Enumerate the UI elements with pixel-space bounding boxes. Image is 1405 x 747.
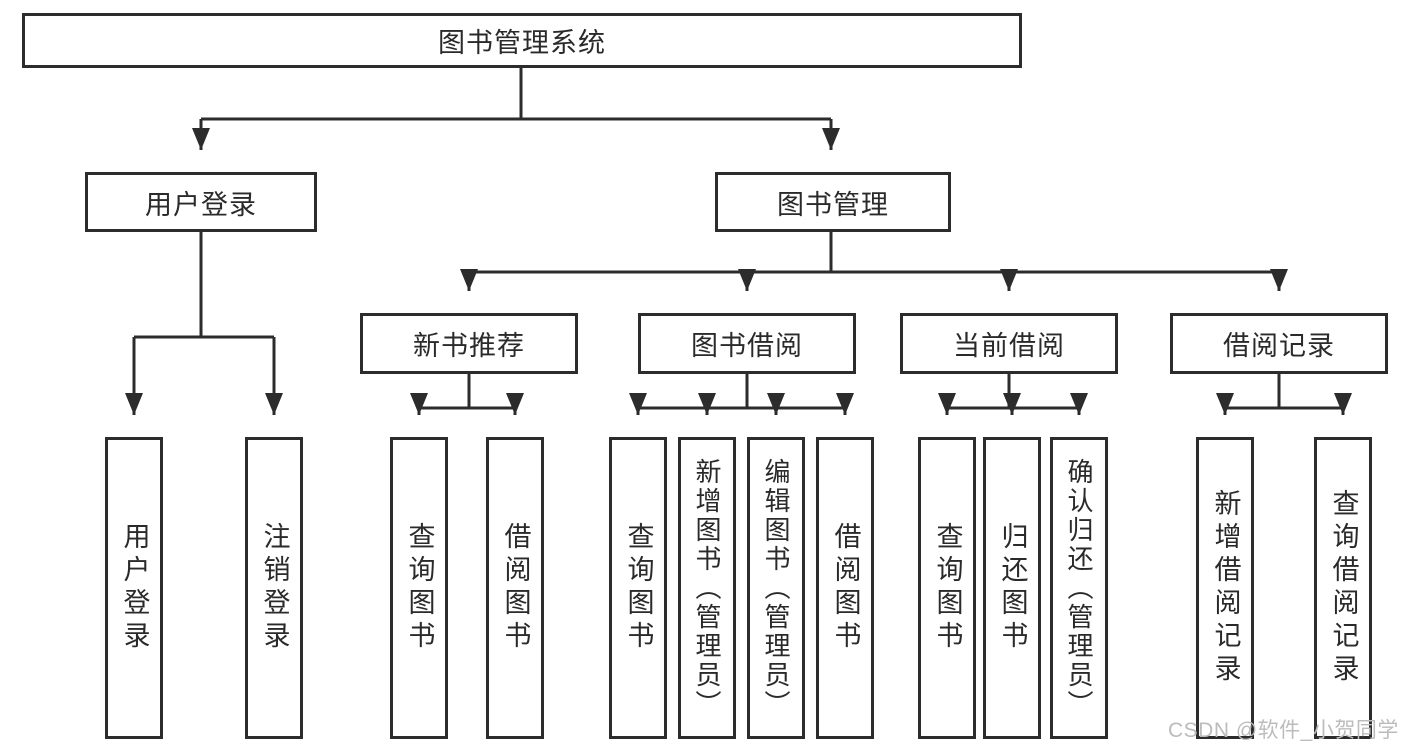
node-label: 用户登录: [145, 189, 257, 220]
node-records-add-record: 新增借阅记录: [1196, 437, 1254, 739]
node-label: 归还图书: [997, 522, 1028, 654]
node-label: 注销登录: [259, 522, 290, 654]
node-borrow-query-book: 查询图书: [609, 437, 667, 739]
node-label: 用户登录: [119, 522, 150, 654]
node-borrow-records: 借阅记录: [1170, 313, 1388, 374]
node-label: 图书借阅: [691, 331, 803, 361]
node-book-borrow: 图书借阅: [638, 313, 856, 374]
connector-root: [201, 68, 831, 121]
connector-book-management: [469, 232, 1279, 274]
node-root: 图书管理系统: [22, 13, 1022, 68]
connector-user-login: [134, 232, 274, 339]
node-user-login: 用户登录: [85, 172, 317, 232]
node-current-borrow: 当前借阅: [900, 313, 1118, 374]
node-label: 借阅图书: [830, 522, 861, 654]
node-new-book-recommend: 新书推荐: [360, 313, 578, 374]
node-book-management: 图书管理: [715, 172, 951, 232]
connector-current-borrow: [947, 374, 1079, 410]
node-label: 当前借阅: [953, 331, 1065, 361]
node-label: 确认归还（管理员）: [1064, 457, 1094, 719]
node-current-confirm-return-admin: 确认归还（管理员）: [1050, 437, 1108, 739]
node-label: 图书管理系统: [438, 28, 606, 58]
connector-new-book-recommend: [419, 374, 515, 410]
node-login: 用户登录: [105, 437, 163, 739]
connector-borrow-records: [1225, 374, 1343, 410]
node-recommend-query-book: 查询图书: [390, 437, 448, 739]
node-label: 图书管理: [777, 189, 889, 220]
node-borrow-borrow-book: 借阅图书: [816, 437, 874, 739]
node-label: 新书推荐: [413, 331, 525, 361]
node-label: 编辑图书（管理员）: [761, 457, 791, 719]
node-label: 新增借阅记录: [1210, 489, 1241, 687]
node-label: 借阅图书: [500, 522, 531, 654]
node-recommend-borrow-book: 借阅图书: [486, 437, 544, 739]
node-current-query-book: 查询图书: [918, 437, 976, 739]
watermark: CSDN @软件_小贺同学: [1168, 719, 1399, 742]
node-label: 查询图书: [623, 522, 654, 654]
node-label: 新增图书（管理员）: [692, 457, 722, 719]
node-label: 查询图书: [932, 522, 963, 654]
node-records-query-record: 查询借阅记录: [1314, 437, 1372, 739]
node-label: 查询图书: [404, 522, 435, 654]
node-label: 借阅记录: [1223, 331, 1335, 361]
node-borrow-edit-book-admin: 编辑图书（管理员）: [747, 437, 805, 739]
node-logout: 注销登录: [245, 437, 303, 739]
node-current-return-book: 归还图书: [983, 437, 1041, 739]
node-borrow-add-book-admin: 新增图书（管理员）: [678, 437, 736, 739]
connector-book-borrow: [638, 374, 845, 410]
node-label: 查询借阅记录: [1328, 489, 1359, 687]
